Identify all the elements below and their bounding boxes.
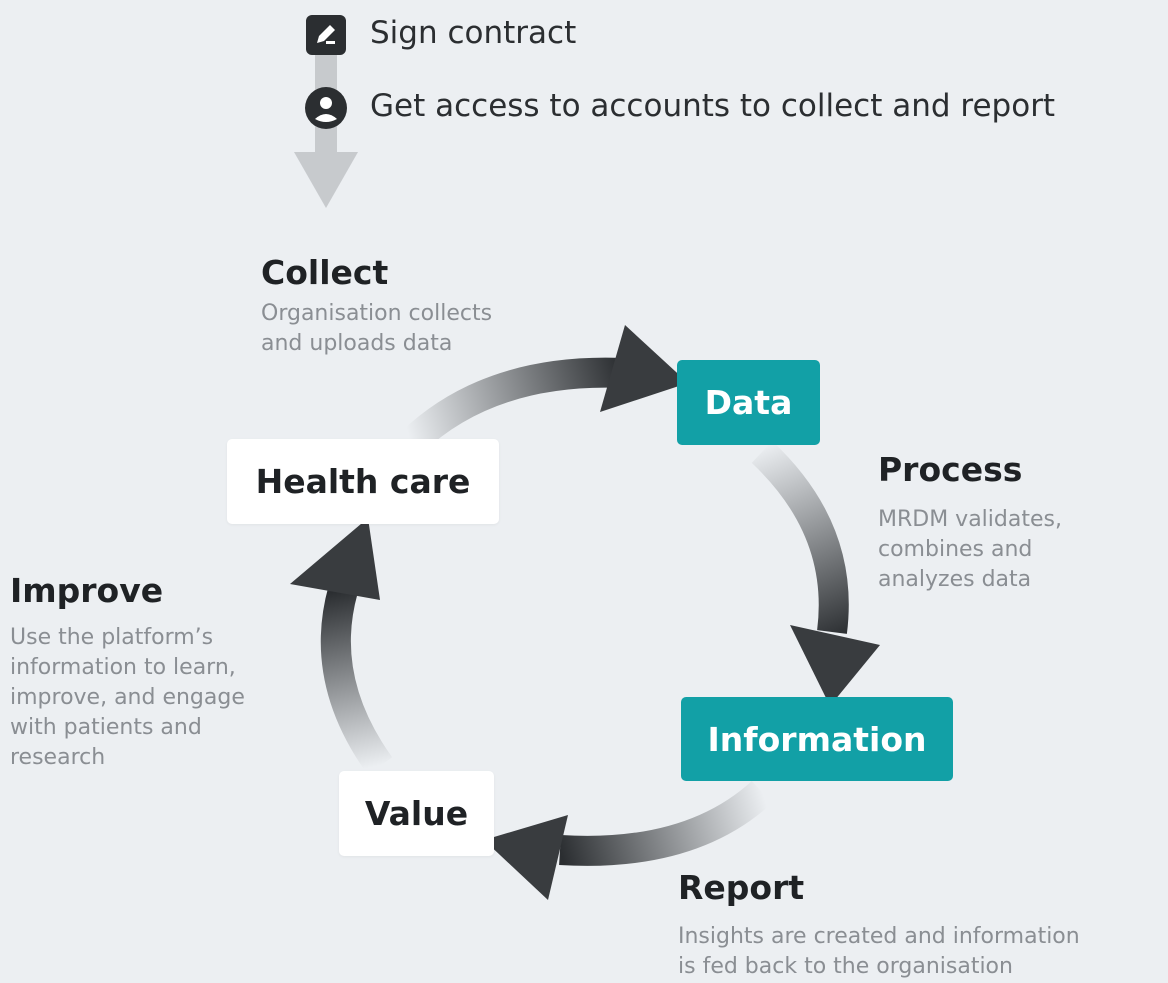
process-arrow-shaft [751,441,849,634]
phase-report-desc: Insights are created and information is … [678,922,1080,982]
phase-collect-desc: Organisation collects and uploads data [261,299,492,359]
report-arrow-shaft [559,780,773,866]
phase-improve-desc-line: research [10,745,106,770]
phase-process-desc-line: analyzes data [878,567,1032,592]
phase-process-desc-line: combines and [878,537,1033,562]
phase-improve-desc-line: information to learn, [10,655,236,680]
phase-improve-desc-line: improve, and engage [10,685,245,710]
edit-document-icon [306,15,346,55]
node-data: Data [677,360,820,445]
improve-arrow-shaft [320,585,393,775]
phase-collect-title: Collect [261,253,389,292]
phase-improve-title: Improve [10,571,164,610]
phase-report-desc-line: is fed back to the organisation [678,954,1013,979]
phase-process-title: Process [878,450,1023,489]
phase-improve-desc: Use the platform’s information to learn,… [10,623,245,773]
collect-arrow-head [600,325,688,412]
phase-collect-desc-line: Organisation collects [261,301,493,326]
step-get-access: Get access to accounts to collect and re… [370,88,1056,124]
report-arrow-head [484,815,568,900]
onboarding-arrow-head [294,152,358,208]
phase-process-desc: MRDM validates, combines and analyzes da… [878,505,1062,595]
user-account-icon [305,87,347,129]
phase-process-desc-line: MRDM validates, [878,507,1062,532]
phase-report-title: Report [678,868,805,907]
phase-improve-desc-line: Use the platform’s [10,625,214,650]
collect-arrow-shaft [401,357,623,454]
step-sign-contract: Sign contract [370,15,577,51]
phase-report-desc-line: Insights are created and information [678,924,1080,949]
improve-arrow-head [290,518,380,600]
node-information: Information [681,697,953,781]
phase-collect-desc-line: and uploads data [261,331,453,356]
node-health-care: Health care [227,439,499,524]
process-arrow-head [790,625,880,706]
phase-improve-desc-line: with patients and [10,715,202,740]
node-value: Value [339,771,494,856]
